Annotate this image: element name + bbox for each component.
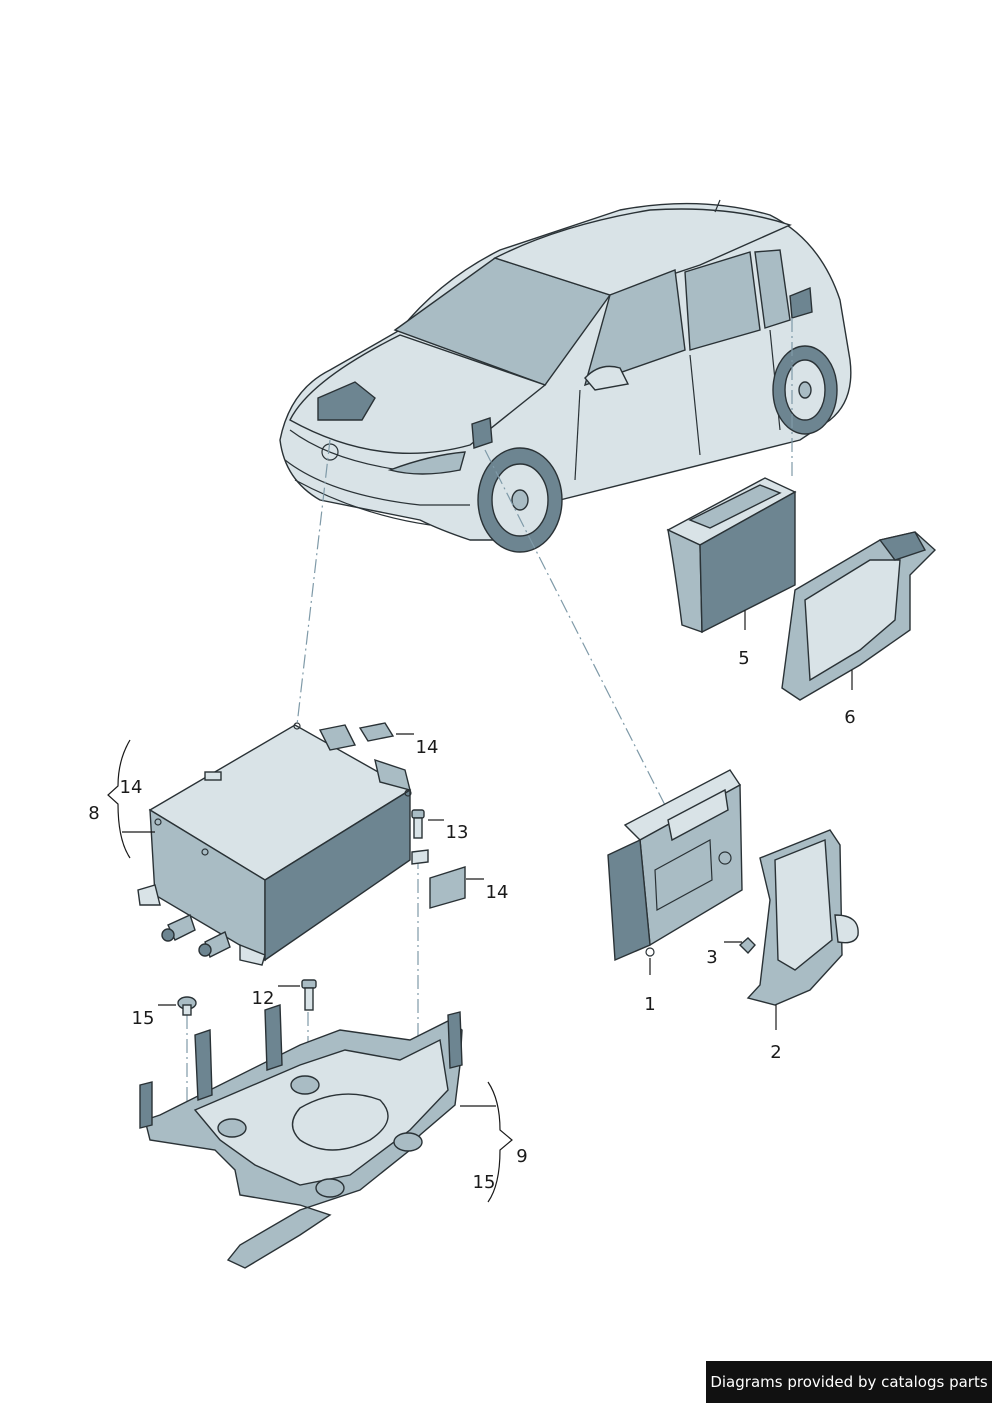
credit-text: Diagrams provided by catalogs parts (710, 1373, 988, 1391)
part-5-module (666, 477, 797, 634)
vehicle-illustration (279, 199, 852, 553)
callout-8: 8 (88, 803, 99, 824)
callout-1: 1 (644, 994, 655, 1015)
callout-14-lower: 14 (486, 882, 509, 903)
part-12-bolt (301, 979, 317, 1011)
callout-3: 3 (706, 947, 717, 968)
callout-9: 9 (516, 1146, 527, 1167)
part-14-pad-lower (429, 866, 466, 909)
part-8-control-unit (137, 722, 429, 966)
callout-14-bracket: 14 (120, 777, 143, 798)
callout-15-bracket: 15 (473, 1172, 496, 1193)
part-9-mounting-bracket (139, 1004, 463, 1269)
location-marker-fender (471, 417, 493, 449)
location-marker-rear (789, 286, 813, 319)
part-3-nut (738, 937, 756, 955)
credit-badge: Diagrams provided by catalogs parts (706, 1361, 992, 1403)
callout-6: 6 (844, 707, 855, 728)
callout-12: 12 (252, 988, 275, 1009)
part-6-bracket (781, 531, 937, 701)
part-15-bolt (177, 996, 197, 1016)
part-14-pad-upper (358, 722, 395, 742)
part-1-control-unit (607, 769, 743, 962)
location-marker-front (317, 381, 376, 421)
callout-13: 13 (446, 822, 469, 843)
callout-5: 5 (738, 648, 749, 669)
callout-2: 2 (770, 1042, 781, 1063)
callout-15-left: 15 (132, 1008, 155, 1029)
callout-labels: 1 2 3 5 6 8 9 12 13 14 14 14 15 15 (88, 648, 855, 1193)
callout-leaders (107, 610, 853, 1203)
part-2-bracket (746, 829, 859, 1006)
callout-14-upper: 14 (416, 737, 439, 758)
part-13-bolt (411, 809, 425, 839)
